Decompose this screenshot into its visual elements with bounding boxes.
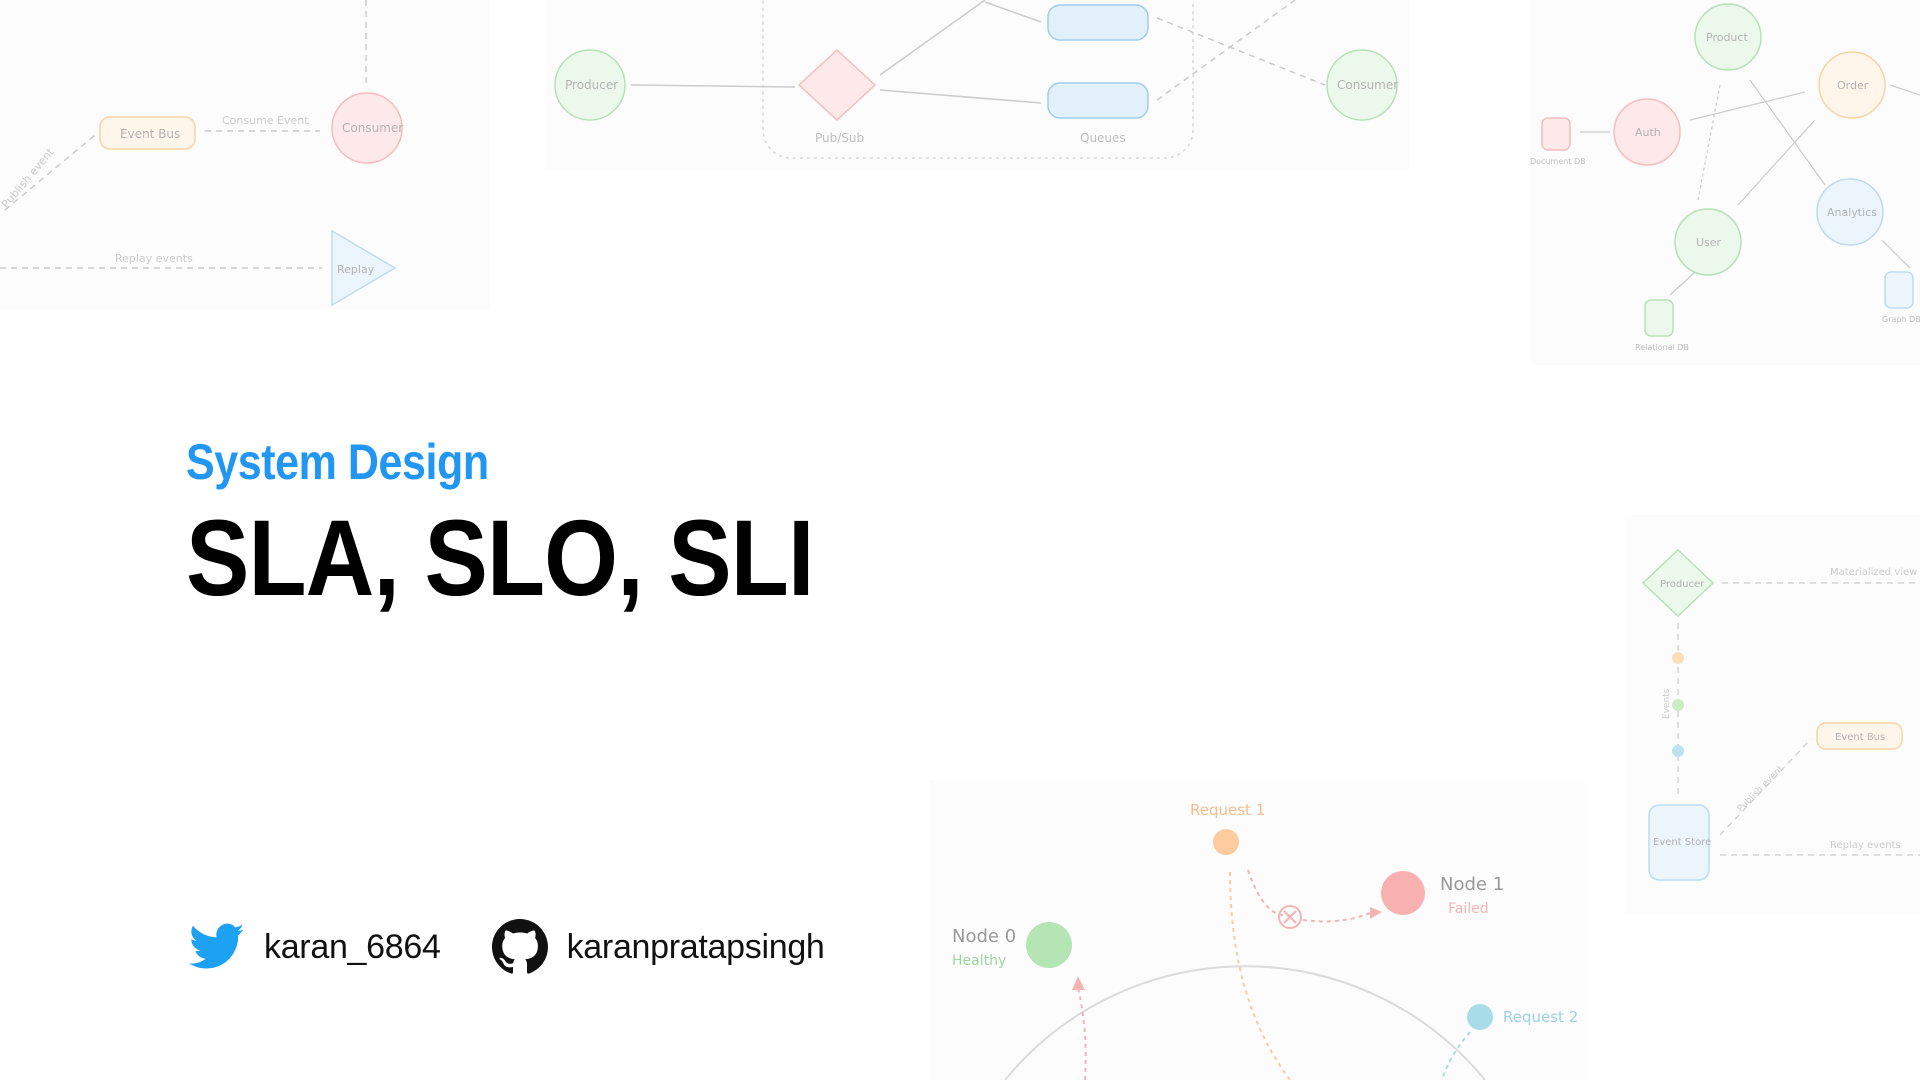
- microservices-diagram: Product Order Auth Analytics User Docume…: [1530, 0, 1920, 365]
- relational-db-label: Relational DB: [1635, 343, 1689, 352]
- page-subtitle: System Design: [186, 434, 489, 490]
- event-bus-diagram: Publish event Event Bus Consume Event Co…: [0, 0, 490, 310]
- producer-label-2: Producer: [1660, 579, 1705, 590]
- publish-event-label-2: Publish event: [1736, 764, 1786, 814]
- github-handle: karanpratapsingh: [566, 927, 825, 966]
- twitter-icon: [188, 918, 246, 976]
- github-link[interactable]: karanpratapsingh: [491, 918, 825, 976]
- consumer-label-2: Consumer: [1337, 78, 1398, 92]
- event-bus-label: Event Bus: [120, 127, 180, 141]
- graph-db-label: Graph DB: [1882, 315, 1920, 324]
- pubsub-label: Pub/Sub: [815, 131, 864, 145]
- replay-events-label-2: Replay events: [1830, 840, 1901, 851]
- publish-event-label: Publish event: [0, 145, 57, 211]
- node0-label: Node 0: [952, 926, 1016, 947]
- failed-label: Failed: [1448, 901, 1489, 917]
- events-label: Events: [1662, 688, 1672, 719]
- producer-label: Producer: [565, 78, 618, 92]
- github-icon: [491, 918, 549, 976]
- replay-label: Replay: [337, 263, 375, 276]
- request1-label: Request 1: [1190, 801, 1265, 819]
- analytics-label: Analytics: [1827, 206, 1877, 219]
- social-links: karan_6864 karanpratapsingh: [188, 918, 875, 976]
- page-title: SLA, SLO, SLI: [186, 497, 814, 618]
- title-block: System Design SLA, SLO, SLI: [186, 432, 899, 618]
- product-label: Product: [1706, 31, 1748, 44]
- event-bus-label-2: Event Bus: [1835, 732, 1885, 743]
- event-sourcing-diagram: Producer Materialized view Events Event …: [1625, 515, 1920, 915]
- materialized-view-label: Materialized view: [1830, 567, 1917, 578]
- pubsub-diagram: Producer Pub/Sub Queues Consumer: [545, 0, 1410, 170]
- user-label: User: [1696, 236, 1722, 249]
- auth-label: Auth: [1635, 126, 1661, 139]
- hashing-ring-diagram: Request 1 Node 0 Healthy Node 1 Failed R…: [930, 780, 1585, 1080]
- order-label: Order: [1837, 79, 1869, 92]
- consumer-label: Consumer: [342, 121, 403, 135]
- twitter-link[interactable]: karan_6864: [188, 918, 441, 976]
- request2-label: Request 2: [1503, 1008, 1578, 1026]
- replay-events-label: Replay events: [115, 252, 193, 265]
- node1-label: Node 1: [1440, 874, 1504, 895]
- queues-label: Queues: [1080, 131, 1126, 145]
- document-db-label: Document DB: [1530, 157, 1586, 166]
- healthy-label: Healthy: [952, 953, 1006, 969]
- consume-event-label: Consume Event: [222, 114, 309, 127]
- twitter-handle: karan_6864: [264, 927, 441, 966]
- event-store-label: Event Store: [1653, 837, 1711, 848]
